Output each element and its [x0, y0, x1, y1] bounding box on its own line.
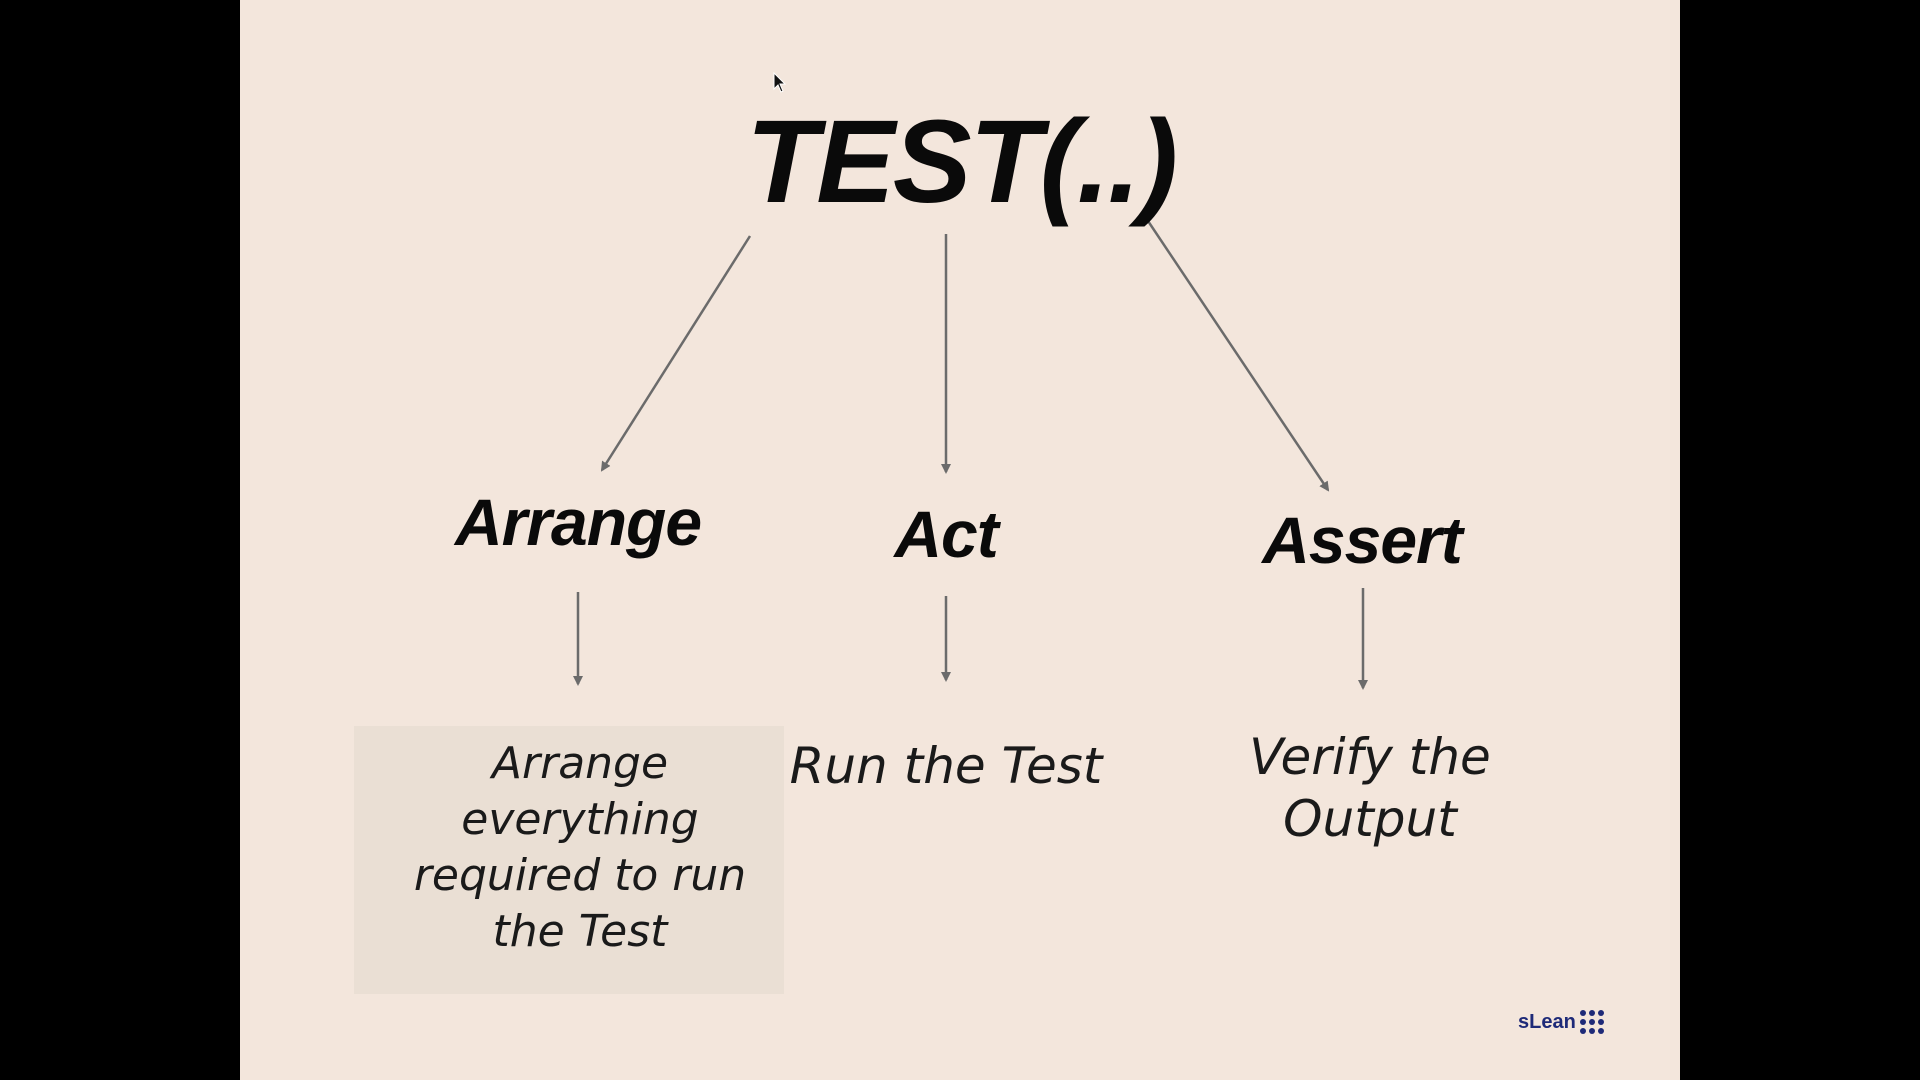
- phase-act: Act: [894, 497, 998, 571]
- root-node: TEST(..): [746, 96, 1178, 228]
- arrange-description-line: the Test: [492, 906, 668, 957]
- mouse-pointer-icon: [773, 72, 787, 93]
- act-description: Run the Test: [790, 736, 1103, 796]
- arrange-description-line: everything: [461, 794, 699, 845]
- logo: sLean: [1518, 1000, 1604, 1044]
- arrange-description: Arrange everything required to run the T…: [414, 736, 746, 960]
- arrange-description-line: required to run: [413, 850, 747, 901]
- connectors: [573, 217, 1368, 690]
- phase-arrange: Arrange: [454, 485, 702, 559]
- assert-description-line: Output: [1283, 790, 1457, 848]
- act-description-line: Run the Test: [789, 737, 1103, 795]
- logo-icon: [1579, 1010, 1604, 1034]
- logo-text: sLean: [1518, 1010, 1576, 1033]
- arrange-description-box: [354, 726, 784, 994]
- phase-assert: Assert: [1262, 503, 1462, 577]
- arrow-root-to-assert: [1144, 217, 1330, 492]
- assert-description: Verify the Output: [1249, 726, 1491, 850]
- arrow-root-to-arrange: [600, 235, 752, 472]
- arrange-description-line: Arrange: [491, 738, 669, 789]
- slide: TEST(..) Arrange Act Assert Arrange ever…: [240, 0, 1680, 1080]
- assert-description-line: Verify the: [1249, 728, 1491, 786]
